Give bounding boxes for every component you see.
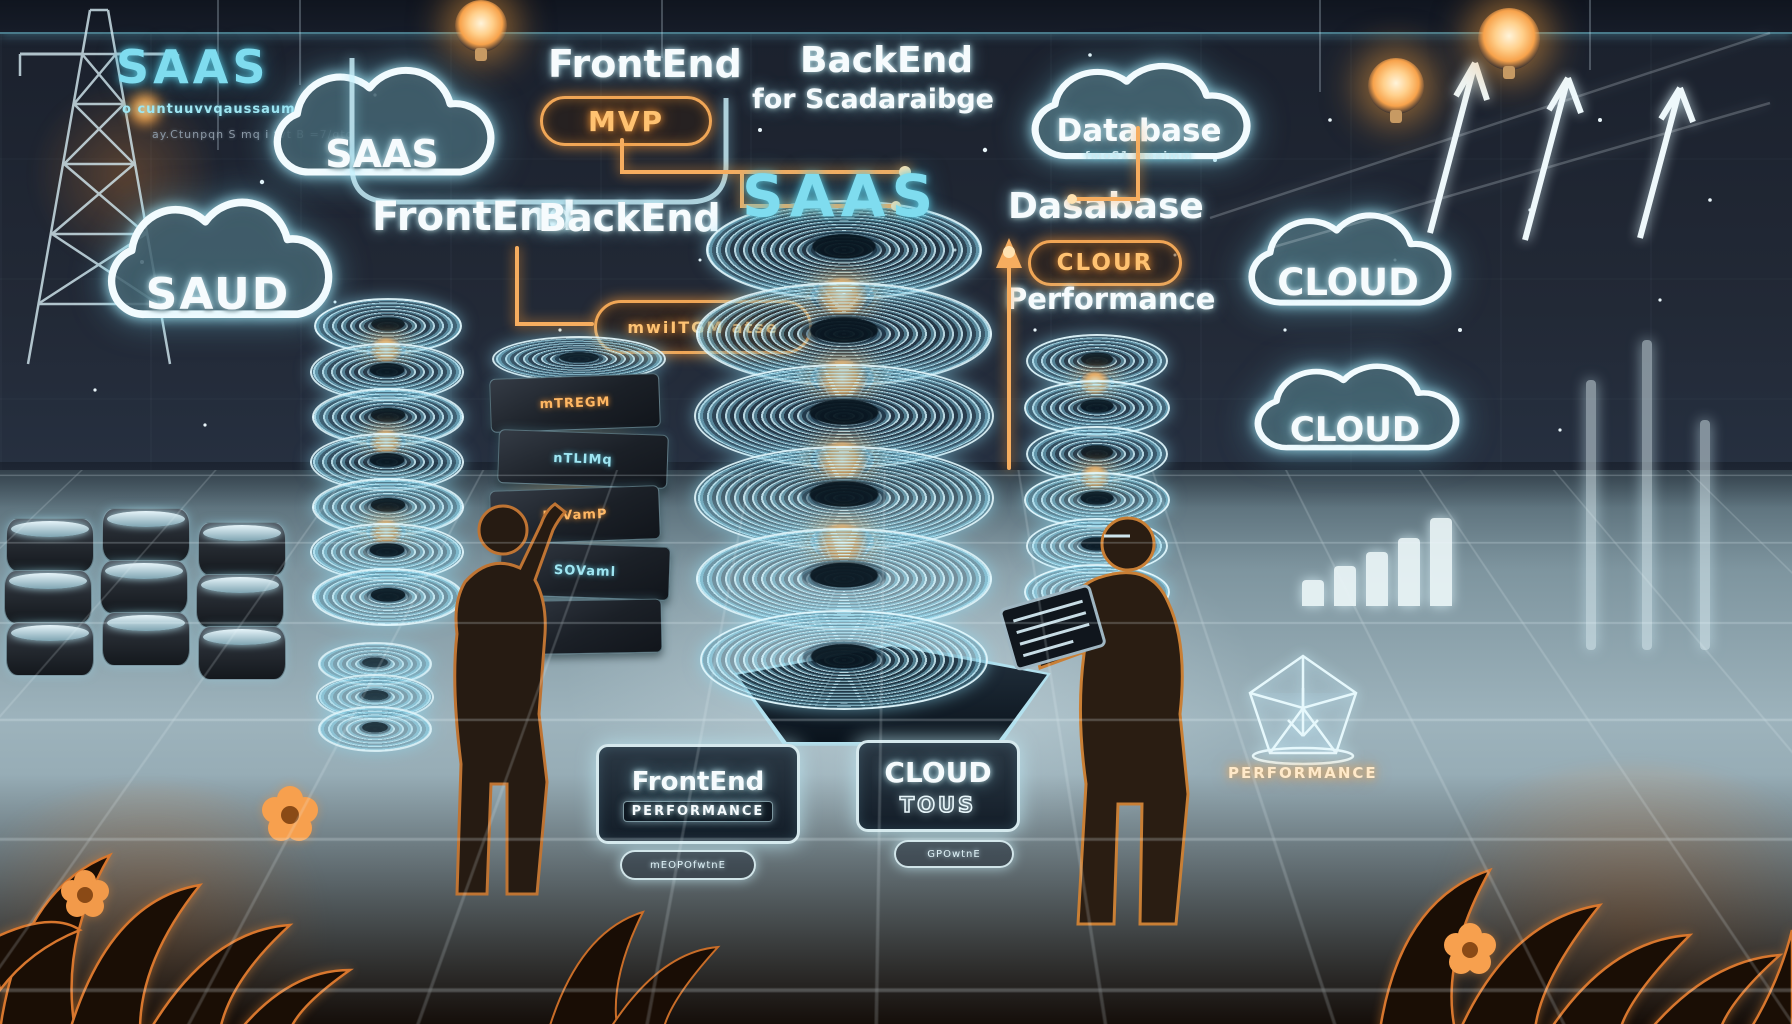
sign-cloud-badge: GPOwtnE	[894, 840, 1014, 868]
frontend-top-label: FrontEnd	[548, 42, 742, 86]
cloud-icon	[1248, 212, 1452, 306]
frontend-mid-label: FrontEnd	[372, 194, 577, 240]
sign-frontend-subtitle: PERFORMANCE	[622, 800, 774, 822]
growth-arrows	[1209, 31, 1771, 250]
cloud-icon	[1031, 62, 1251, 160]
sign-frontend-title: FrontEnd	[631, 766, 765, 797]
cyan-connector	[349, 58, 729, 205]
wireframe-gem	[1248, 654, 1358, 766]
flower	[61, 786, 318, 917]
performance-bottom-label: PERFORMANCE	[1228, 764, 1378, 782]
cloud-icon	[108, 198, 333, 319]
city-pillar	[1642, 340, 1652, 650]
clour-badge: CLOUR	[1028, 240, 1182, 286]
performance-mid-label: Performance	[1006, 282, 1216, 316]
cloud-icon	[1254, 363, 1460, 451]
server-stack: mTREGM nTLIMq FEVamP SOVaml	[488, 336, 671, 656]
cloud-saud-label: SAUD	[145, 269, 291, 320]
cloud-right-top: CLOUD	[1234, 198, 1462, 318]
sign-frontend-badge: mEOPOfwtnE	[620, 850, 756, 880]
orange-connectors	[515, 126, 1140, 470]
pylon-lamp	[128, 92, 162, 126]
cloud-right-bottom: CLOUD	[1240, 350, 1470, 462]
clour-badge-label: CLOUR	[1056, 250, 1154, 276]
mvp-badge: MVP	[540, 96, 712, 146]
city-pillar	[1700, 420, 1710, 650]
sign-cloud-title: CLOUD	[884, 755, 992, 789]
barrel-stacks	[0, 508, 300, 680]
backend-top-subtitle: for Scadaraibge	[752, 84, 994, 115]
flower	[1444, 923, 1496, 974]
lightbulb-icon	[1368, 58, 1424, 114]
mvp-badge-label: MVP	[587, 104, 665, 138]
cloud-saud: SAUD	[92, 180, 344, 334]
backend-top-label: BackEnd	[800, 40, 974, 81]
person-right-laptop	[999, 516, 1190, 926]
database-mid-label: Dasabase	[1008, 186, 1204, 227]
sign-cloud-subtitle: TOUS	[899, 792, 977, 818]
cloud-right-top-label: CLOUD	[1277, 261, 1419, 304]
disc-stack-left	[310, 298, 464, 638]
sign-frontend: FrontEnd PERFORMANCE	[596, 744, 800, 844]
foliage-left	[0, 786, 354, 1024]
top-left-subtext: o cuntuuvvqaussaum	[122, 102, 296, 117]
foliage-right	[1379, 867, 1792, 1024]
disc-stack-left-small	[316, 642, 434, 754]
cloud-right-bottom-label: CLOUD	[1289, 410, 1421, 450]
lightbulb-icon	[455, 0, 507, 52]
disc-stack-center	[692, 200, 994, 720]
lightbulb-icon	[1478, 8, 1540, 70]
backend-mid-label: BackEnd	[538, 196, 721, 240]
cloud-saas-label: SAAS	[325, 132, 439, 176]
cloud-saas: SAAS	[258, 50, 506, 190]
growth-bar-chart	[1302, 516, 1452, 606]
foliage-center	[549, 910, 721, 1024]
drop-lines	[217, 0, 1591, 150]
city-pillar	[1586, 380, 1596, 650]
top-left-title: SAAS	[116, 40, 270, 94]
sign-cloud: CLOUD TOUS	[856, 740, 1020, 832]
cloud-icon	[273, 66, 495, 176]
person-left-pointing	[453, 502, 568, 896]
saas-center-title: SAAS	[742, 162, 940, 230]
